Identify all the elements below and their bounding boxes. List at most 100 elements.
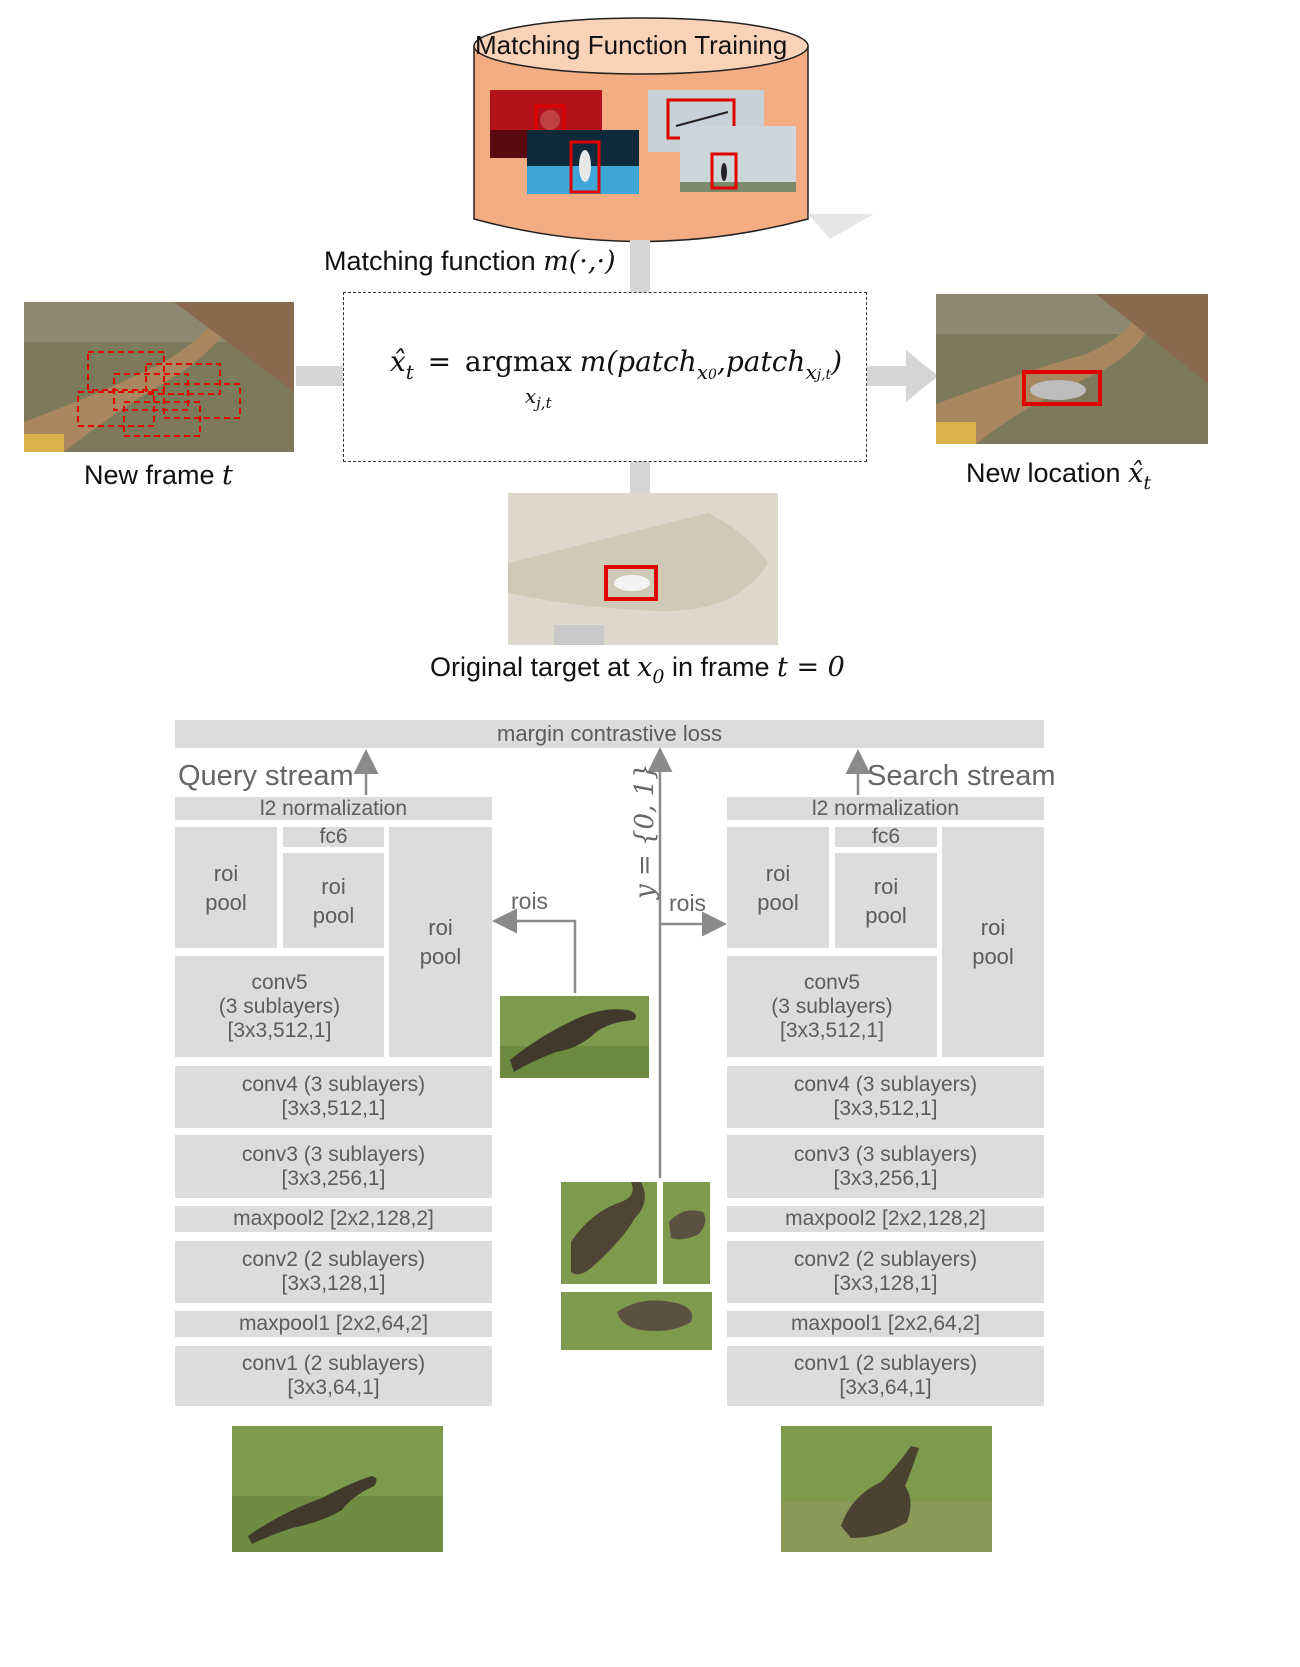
loss-bar: margin contrastive loss <box>175 720 1044 748</box>
formula-arg1-sub-x: x <box>696 360 709 384</box>
search-maxpool1-text: maxpool1 [2x2,64,2] <box>790 1312 981 1335</box>
search-stream-label: Search stream <box>867 760 1056 792</box>
search-conv5: conv5(3 sublayers)[3x3,512,1] <box>727 956 937 1057</box>
formula-op-sub-jt: j,t <box>536 394 552 412</box>
original-expr: t = 0 <box>777 652 845 683</box>
query-fc6-text: fc6 <box>319 825 348 848</box>
training-title: Matching Function Training <box>475 30 788 60</box>
formula-arg2-sub-x: x <box>805 360 817 384</box>
formula-op: argmax <box>464 345 572 378</box>
cheetah-region-photo-2 <box>663 1182 710 1284</box>
formula-op-sub: xj,t <box>525 378 552 416</box>
formula-box <box>343 292 867 462</box>
query-conv2-b: [3x3,128,1] <box>281 1272 386 1295</box>
query-conv2: conv2 (2 sublayers)[3x3,128,1] <box>175 1241 492 1303</box>
new-frame-var: t <box>222 460 233 491</box>
query-maxpool2-text: maxpool2 [2x2,128,2] <box>233 1207 434 1230</box>
formula-arg1-sub: x0 <box>697 360 717 384</box>
query-roi3-a: roi <box>428 915 453 940</box>
search-conv4: conv4 (3 sublayers)[3x3,512,1] <box>727 1066 1044 1128</box>
query-conv5-a: conv5 <box>251 970 308 994</box>
search-conv2: conv2 (2 sublayers)[3x3,128,1] <box>727 1241 1044 1303</box>
new-frame-label: New frame t <box>84 460 233 491</box>
formula-arg2-sub-jt: j,t <box>816 367 832 383</box>
formula-comma: ,patch <box>716 345 806 378</box>
matching-function-label: Matching function m(·,·) <box>324 246 616 277</box>
search-roi2-b: pool <box>865 902 907 928</box>
search-conv1: conv1 (2 sublayers)[3x3,64,1] <box>727 1346 1044 1406</box>
formula-argmax: argmax xj,t <box>464 344 572 412</box>
query-l2-normalization: l2 normalization <box>175 797 492 820</box>
search-roi-pool-2: roi pool <box>835 853 937 948</box>
query-conv2-a: conv2 (2 sublayers) <box>241 1248 426 1271</box>
search-conv3-a: conv3 (3 sublayers) <box>793 1142 978 1166</box>
new-location-text: New location <box>966 458 1121 488</box>
formula-arg1-sub-0: 0 <box>708 367 717 383</box>
query-maxpool1-text: maxpool1 [2x2,64,2] <box>238 1312 429 1335</box>
search-roi3-a: roi <box>980 915 1006 940</box>
query-conv4: conv4 (3 sublayers)[3x3,512,1] <box>175 1066 492 1128</box>
original-text-b: in frame <box>671 652 770 682</box>
search-conv2-a: conv2 (2 sublayers) <box>793 1248 978 1271</box>
query-conv3-a: conv3 (3 sublayers) <box>241 1142 426 1166</box>
cheetah-region-photo-3 <box>561 1292 712 1350</box>
query-l2-text: l2 normalization <box>259 796 408 820</box>
search-conv1-b: [3x3,64,1] <box>839 1376 932 1399</box>
search-conv3-b: [3x3,256,1] <box>833 1166 938 1190</box>
query-fc6: fc6 <box>283 825 384 848</box>
search-conv4-a: conv4 (3 sublayers) <box>793 1073 978 1096</box>
original-sub: 0 <box>652 666 665 688</box>
search-fc6: fc6 <box>835 825 937 848</box>
query-conv5-c: [3x3,512,1] <box>227 1018 332 1042</box>
cheetah-region-photo-1 <box>561 1182 657 1284</box>
query-conv3: conv3 (3 sublayers)[3x3,256,1] <box>175 1135 492 1198</box>
search-conv5-a: conv5 <box>803 970 861 994</box>
cheetah-query-crop-photo <box>500 996 649 1078</box>
search-roi3-b: pool <box>972 944 1014 969</box>
formula: x̂t = argmax xj,t m(patchx0,patchxj,t) <box>390 344 843 412</box>
rois-label-left: rois <box>511 888 549 914</box>
query-conv5-b: (3 sublayers) <box>218 994 341 1018</box>
new-location-var: x̂ <box>1128 458 1144 489</box>
new-frame-text: New frame <box>84 460 215 490</box>
cheetah-search-input-photo <box>781 1426 992 1552</box>
search-fc6-text: fc6 <box>871 825 900 848</box>
query-conv1: conv1 (2 sublayers)[3x3,64,1] <box>175 1346 492 1406</box>
formula-arg2-sub: xj,t <box>805 360 831 384</box>
query-roi1-a: roi <box>213 860 239 886</box>
query-conv5: conv5(3 sublayers)[3x3,512,1] <box>175 956 384 1057</box>
query-conv1-b: [3x3,64,1] <box>287 1376 380 1399</box>
search-maxpool1: maxpool1 [2x2,64,2] <box>727 1311 1044 1337</box>
query-roi-pool-1: roi pool <box>175 827 277 948</box>
query-stream-label: Query stream <box>178 760 354 792</box>
search-conv4-b: [3x3,512,1] <box>833 1097 938 1120</box>
y-label-text: y = {0, 1} <box>630 763 660 899</box>
cheetah-query-input-photo <box>232 1426 443 1552</box>
query-conv1-a: conv1 (2 sublayers) <box>241 1352 426 1375</box>
query-roi1-b: pool <box>205 889 247 915</box>
new-frame-photo <box>24 302 294 452</box>
search-conv1-a: conv1 (2 sublayers) <box>793 1352 978 1375</box>
training-photo-singer <box>527 130 639 194</box>
original-target-label: Original target at x0 in frame t = 0 <box>430 652 845 688</box>
matching-function-text: Matching function <box>324 246 536 276</box>
query-roi2-b: pool <box>312 902 355 928</box>
new-location-photo <box>936 294 1208 444</box>
query-maxpool2: maxpool2 [2x2,128,2] <box>175 1206 492 1232</box>
search-l2-text: l2 normalization <box>811 796 960 820</box>
arrow-right-to-result <box>848 350 938 402</box>
search-maxpool2-text: maxpool2 [2x2,128,2] <box>785 1207 986 1230</box>
original-var: x <box>637 652 653 683</box>
new-location-label: New location x̂t <box>966 458 1151 494</box>
search-l2-normalization: l2 normalization <box>727 797 1044 820</box>
search-roi2-a: roi <box>873 873 899 899</box>
search-conv5-c: [3x3,512,1] <box>780 1018 884 1042</box>
search-maxpool2: maxpool2 [2x2,128,2] <box>727 1206 1044 1232</box>
formula-close: ) <box>831 345 843 378</box>
formula-lhs-sub: t <box>405 360 414 384</box>
new-location-sub: t <box>1143 472 1151 494</box>
query-conv4-b: [3x3,512,1] <box>281 1097 386 1120</box>
